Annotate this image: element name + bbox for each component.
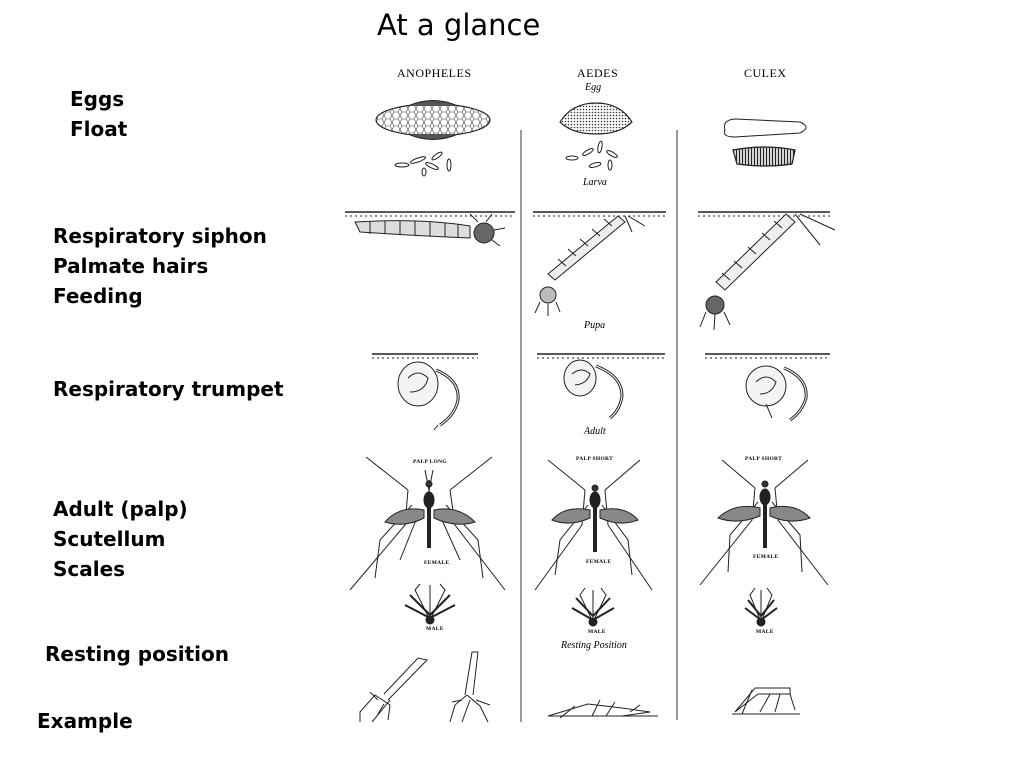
aedes-egg-group-icon (565, 140, 618, 171)
row-label-line: Example (37, 709, 133, 733)
row-label-line: Eggs (70, 87, 125, 111)
row-label-line: Float (70, 117, 128, 141)
row-label-line: Respiratory siphon (53, 224, 267, 248)
aedes-pupa-icon (563, 359, 624, 420)
palp-label-aedes: PALP SHORT (576, 456, 614, 462)
label-egg: Egg (585, 82, 602, 93)
row-label-line: Scales (53, 557, 126, 581)
row-label-larva: Respiratory siphon Palmate hairs Feeding (53, 221, 267, 311)
female-label-aedes: FEMALE (586, 559, 612, 565)
culex-pupa-icon (745, 365, 808, 422)
culex-resting-icon (732, 687, 800, 715)
female-label-anopheles: FEMALE (424, 560, 450, 566)
label-pupa: Pupa (584, 320, 606, 331)
anopheles-egg-icon (375, 100, 491, 140)
row-label-adult: Adult (palp) Scutellum Scales (53, 494, 188, 584)
label-resting-position: Resting Position (561, 640, 627, 651)
aedes-egg-icon (559, 102, 633, 135)
culex-egg-raft-icon (732, 146, 796, 167)
anopheles-resting-icon (359, 657, 428, 723)
label-larva: Larva (583, 177, 607, 188)
aedes-larva-icon (534, 215, 646, 316)
row-label-line: Feeding (53, 284, 143, 308)
row-label-line: Resting position (45, 642, 230, 666)
row-label-line: Palmate hairs (53, 254, 209, 278)
row-label-eggs: Eggs Float (70, 84, 127, 144)
water-surface-line (705, 353, 830, 359)
water-surface-line (533, 211, 666, 217)
water-surface-line (372, 353, 478, 359)
anopheles-pupa-icon (397, 361, 460, 431)
male-label-aedes: MALE (588, 629, 606, 635)
row-label-resting: Resting position (45, 639, 229, 669)
row-label-pupa: Respiratory trumpet (53, 374, 284, 404)
anopheles-larva-icon (354, 213, 506, 247)
column-header-culex: CULEX (744, 66, 787, 80)
anopheles-egg-group-icon (394, 151, 452, 177)
culex-egg-icon (724, 118, 807, 138)
column-header-anopheles: ANOPHELES (397, 66, 472, 80)
palp-label-anopheles: PALP LONG (413, 459, 447, 465)
label-adult: Adult (584, 426, 606, 437)
row-label-line: Respiratory trumpet (53, 377, 284, 401)
anopheles-resting-icon (449, 651, 491, 723)
male-label-culex: MALE (756, 629, 774, 635)
palp-label-culex: PALP SHORT (745, 456, 783, 462)
male-label-anopheles: MALE (426, 626, 444, 632)
aedes-resting-icon (547, 699, 658, 719)
aedes-male-head-icon (571, 587, 615, 627)
female-label-culex: FEMALE (753, 554, 779, 560)
culex-male-head-icon (744, 587, 778, 627)
row-label-example: Example (37, 706, 133, 736)
water-surface-line (698, 211, 830, 217)
culex-adult-icon (699, 459, 829, 586)
anopheles-male-head-icon (404, 583, 456, 625)
water-surface-line (537, 353, 665, 359)
water-surface-line (345, 211, 515, 217)
culex-larva-icon (699, 213, 836, 331)
anopheles-adult-icon (349, 456, 506, 591)
row-label-line: Adult (palp) (53, 497, 188, 521)
page-title: At a glance (377, 8, 541, 42)
column-header-aedes: AEDES (577, 66, 619, 80)
row-label-line: Scutellum (53, 527, 166, 551)
aedes-adult-icon (534, 459, 653, 591)
